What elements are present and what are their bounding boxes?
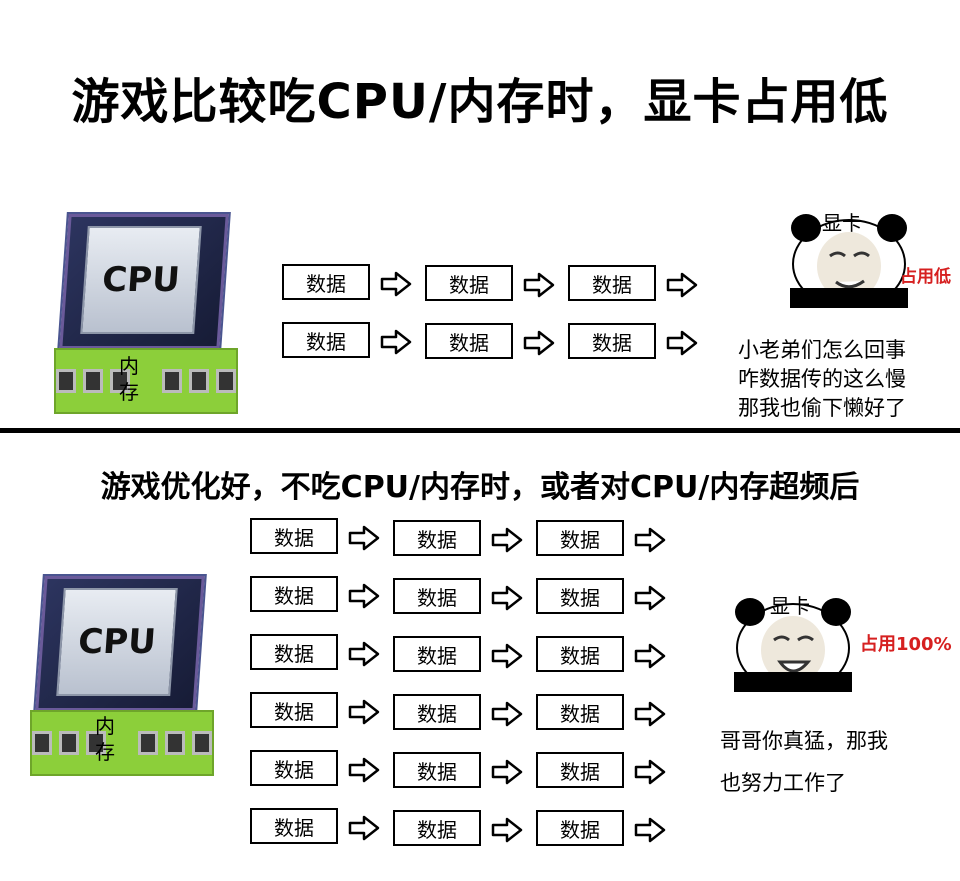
- memory-stick-icon: [30, 710, 214, 776]
- data-box: 数据: [393, 636, 481, 672]
- data-box: 数据: [282, 322, 370, 358]
- right-arrow-icon: [380, 271, 412, 297]
- cpu-label: CPU: [76, 622, 158, 662]
- data-box: 数据: [536, 694, 624, 730]
- data-box: 数据: [568, 323, 656, 359]
- data-box: 数据: [250, 576, 338, 612]
- gpu-usage-full: 占用100%: [860, 634, 952, 655]
- right-arrow-icon: [491, 527, 523, 553]
- right-arrow-icon: [491, 817, 523, 843]
- data-box: 数据: [282, 264, 370, 300]
- data-box: 数据: [393, 810, 481, 846]
- gpu-label: 显卡: [770, 594, 810, 618]
- right-arrow-icon: [666, 272, 698, 298]
- right-arrow-icon: [491, 701, 523, 727]
- cpu-chip-icon: CPU: [33, 574, 218, 724]
- right-arrow-icon: [348, 757, 380, 783]
- right-arrow-icon: [523, 330, 555, 356]
- data-box: 数据: [393, 520, 481, 556]
- cpu-label: CPU: [100, 260, 182, 300]
- data-box: 数据: [536, 520, 624, 556]
- data-box: 数据: [250, 808, 338, 844]
- cpu-chip-icon: CPU: [57, 212, 242, 362]
- panda-speech-top: 小老弟们怎么回事 咋数据传的这么慢 那我也偷下懒好了: [738, 338, 906, 420]
- right-arrow-icon: [491, 643, 523, 669]
- main-title: 游戏比较吃CPU/内存时，显卡占用低: [71, 74, 889, 130]
- panda-face-icon: [734, 598, 852, 692]
- right-arrow-icon: [348, 525, 380, 551]
- right-arrow-icon: [634, 701, 666, 727]
- data-box: 数据: [250, 518, 338, 554]
- data-box: 数据: [536, 810, 624, 846]
- data-box: 数据: [393, 752, 481, 788]
- right-arrow-icon: [634, 759, 666, 785]
- right-arrow-icon: [348, 641, 380, 667]
- data-box: 数据: [425, 265, 513, 301]
- data-box: 数据: [393, 694, 481, 730]
- right-arrow-icon: [634, 585, 666, 611]
- gpu-usage-low: 占用低: [900, 267, 951, 287]
- right-arrow-icon: [634, 817, 666, 843]
- right-arrow-icon: [348, 583, 380, 609]
- right-arrow-icon: [491, 585, 523, 611]
- panda-speech-bottom: 哥哥你真猛，那我 也努力工作了: [720, 729, 888, 795]
- data-box: 数据: [250, 692, 338, 728]
- data-box: 数据: [536, 578, 624, 614]
- data-box: 数据: [393, 578, 481, 614]
- data-box: 数据: [568, 265, 656, 301]
- data-box: 数据: [250, 634, 338, 670]
- panda-face-icon: [790, 214, 908, 308]
- right-arrow-icon: [348, 815, 380, 841]
- right-arrow-icon: [348, 699, 380, 725]
- section-divider: [0, 428, 960, 433]
- data-box: 数据: [250, 750, 338, 786]
- memory-stick-icon: [54, 348, 238, 414]
- section-subtitle: 游戏优化好，不吃CPU/内存时，或者对CPU/内存超频后: [100, 470, 860, 505]
- memory-label: 内存: [119, 354, 139, 404]
- right-arrow-icon: [491, 759, 523, 785]
- right-arrow-icon: [666, 330, 698, 356]
- gpu-label: 显卡: [822, 211, 862, 235]
- data-box: 数据: [536, 752, 624, 788]
- right-arrow-icon: [634, 643, 666, 669]
- data-box: 数据: [536, 636, 624, 672]
- right-arrow-icon: [380, 329, 412, 355]
- data-box: 数据: [425, 323, 513, 359]
- right-arrow-icon: [523, 272, 555, 298]
- memory-label: 内存: [95, 714, 115, 764]
- right-arrow-icon: [634, 527, 666, 553]
